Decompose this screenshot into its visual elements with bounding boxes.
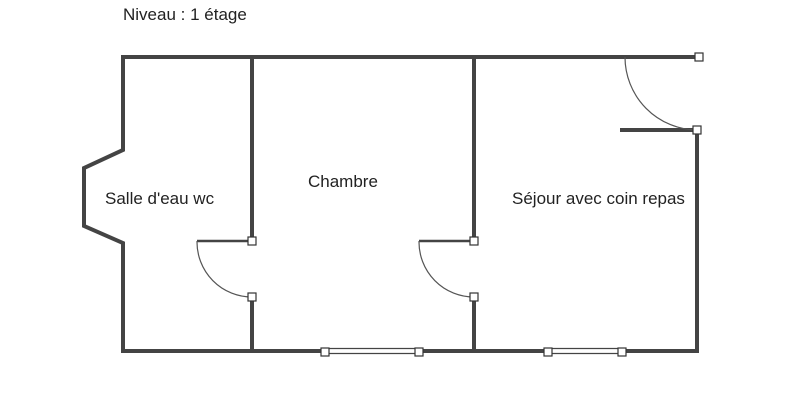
room-label-chambre: Chambre: [308, 172, 378, 191]
window-chambre: [325, 347, 419, 355]
wall-nodes: [247, 52, 704, 357]
interior-walls: [250, 55, 476, 353]
level-title: Niveau : 1 étage: [123, 5, 247, 24]
room-label-salle-d-eau: Salle d'eau wc: [105, 189, 215, 208]
door-entrance: [624, 56, 698, 131]
door-salle-d-eau: [196, 239, 253, 298]
room-label-sejour: Séjour avec coin repas: [512, 189, 685, 208]
window-sejour: [548, 347, 622, 355]
door-chambre: [418, 239, 475, 298]
outer-walls: [82, 55, 701, 353]
